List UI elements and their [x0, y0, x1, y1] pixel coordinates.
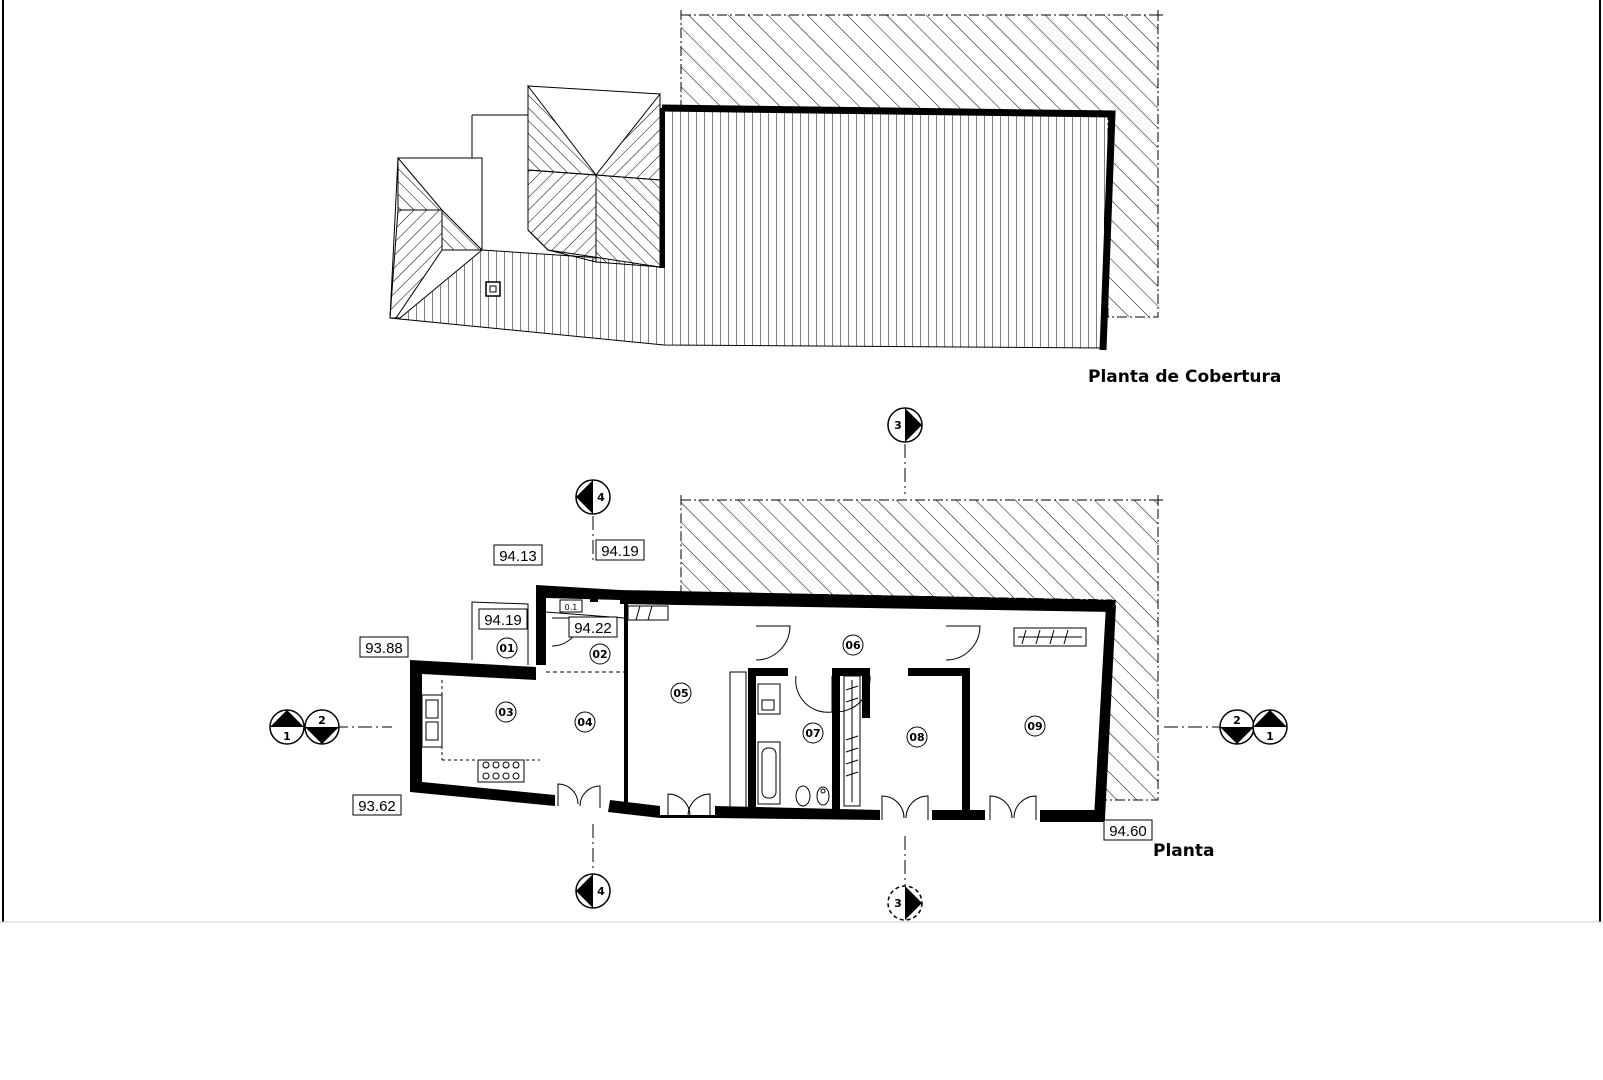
room-06: 06	[842, 634, 864, 656]
svg-text:94.60: 94.60	[1109, 823, 1147, 840]
svg-text:05: 05	[673, 687, 688, 700]
hip-roof-middle	[471, 84, 661, 268]
room-08: 08	[906, 726, 928, 748]
svg-text:93.62: 93.62	[358, 798, 396, 815]
level-94-19-entry: 94.19	[478, 608, 528, 630]
svg-text:07: 07	[805, 727, 820, 740]
level-94-22: 94.22	[568, 616, 618, 638]
svg-text:06: 06	[845, 639, 861, 652]
svg-text:4: 4	[597, 491, 605, 504]
svg-text:4: 4	[597, 885, 605, 898]
room-09: 09	[1024, 715, 1046, 737]
room-02: 02	[589, 643, 611, 665]
main-roof	[389, 104, 1116, 351]
room-01: 01	[496, 637, 518, 659]
bathroom-fixtures	[729, 671, 830, 809]
level-93-88: 93.88	[359, 636, 409, 658]
level-94-60: 94.60	[1103, 819, 1153, 841]
svg-text:04: 04	[577, 716, 593, 729]
utility-box-label: 0.1	[565, 603, 578, 612]
room-labels: 01 02 03 04 05 06 07 08 09	[495, 634, 1046, 748]
room-07: 07	[802, 722, 824, 744]
svg-text:94.22: 94.22	[574, 620, 612, 637]
svg-text:3: 3	[894, 897, 902, 910]
svg-text:1: 1	[1266, 730, 1274, 743]
room-03: 03	[495, 701, 517, 723]
level-94-13: 94.13	[493, 544, 543, 566]
kitchen-fixtures	[421, 680, 540, 783]
section-marker-4-bottom: 4	[575, 873, 611, 909]
room-05: 05	[670, 682, 692, 704]
section-marker-3-bottom: 3	[887, 885, 923, 921]
sheet-frame	[0, 0, 1603, 923]
svg-text:93.88: 93.88	[365, 640, 403, 657]
roof-plan	[389, 10, 1163, 351]
svg-text:3: 3	[894, 419, 902, 432]
utility-box	[559, 599, 583, 613]
exterior-walls	[410, 585, 1116, 822]
level-93-62: 93.62	[352, 794, 402, 816]
section-marker-3-top: 3	[887, 407, 923, 443]
floor-plan: 0.1	[334, 444, 1220, 885]
roof-plan-title: Planta de Cobertura	[1088, 367, 1281, 387]
hip-roof-left	[389, 156, 484, 319]
svg-text:94.19: 94.19	[484, 612, 522, 629]
svg-text:2: 2	[318, 714, 326, 727]
svg-text:1: 1	[283, 730, 291, 743]
svg-text:94.19: 94.19	[601, 543, 639, 560]
room-04: 04	[574, 711, 596, 733]
interior-walls	[590, 590, 970, 812]
svg-text:01: 01	[499, 642, 514, 655]
section-marker-4-top: 4	[575, 479, 611, 515]
svg-text:08: 08	[909, 731, 924, 744]
section-marker-right: 2 1	[1219, 709, 1288, 745]
svg-text:09: 09	[1027, 720, 1042, 733]
section-axes	[334, 444, 1220, 885]
svg-text:2: 2	[1233, 714, 1241, 727]
chimney-icon	[485, 281, 501, 297]
level-94-19-top: 94.19	[595, 539, 645, 561]
wardrobes	[627, 605, 1087, 807]
floor-plan-title: Planta	[1153, 841, 1214, 861]
doors	[551, 617, 1037, 820]
level-markers: 94.13 94.19 94.19 94.22 93.88 93.62 94.6…	[352, 539, 1153, 841]
svg-text:94.13: 94.13	[499, 548, 537, 565]
svg-text:03: 03	[498, 706, 513, 719]
svg-text:02: 02	[592, 648, 607, 661]
section-marker-left: 1 2	[269, 709, 340, 745]
